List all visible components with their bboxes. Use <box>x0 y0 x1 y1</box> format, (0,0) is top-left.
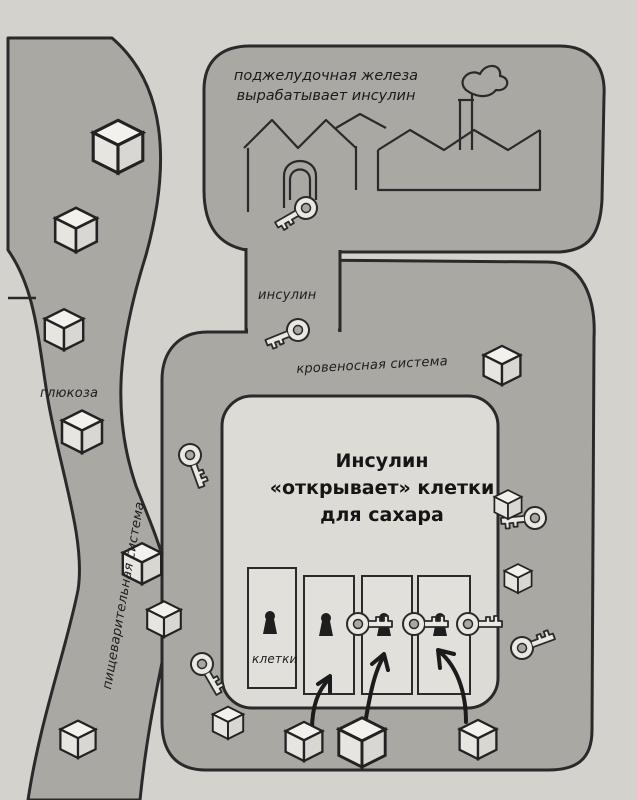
sugar-cube-icon <box>503 563 533 594</box>
sugar-cube-icon <box>146 600 182 639</box>
sugar-cube-icon <box>458 718 498 761</box>
glucose-label: глюкоза <box>40 386 99 401</box>
sugar-cube-icon <box>284 720 324 763</box>
cells-label: клетки <box>252 652 298 666</box>
pancreas-caption: поджелудочная железа вырабатывает инсули… <box>226 66 426 106</box>
sugar-cube-icon <box>91 118 145 175</box>
sugar-cube-icon <box>211 705 245 740</box>
sugar-cube-icon <box>59 719 97 760</box>
main-title-line3: для сахара <box>320 504 444 526</box>
main-title-line1: Инсулин <box>335 450 429 472</box>
main-title-line2: «открывает» клетки <box>269 477 495 499</box>
pancreas-caption-line1: поджелудочная железа <box>233 68 419 84</box>
sugar-cube-icon <box>337 716 387 769</box>
arrow-icon <box>310 648 468 732</box>
sugar-cube-icon <box>482 344 522 387</box>
pancreas-caption-line2: вырабатывает инсулин <box>236 88 416 104</box>
main-title: Инсулин «открывает» клетки для сахара <box>262 448 502 529</box>
sugar-cube-icon <box>60 409 104 455</box>
factory-icon <box>243 64 542 212</box>
sugar-cube-icon <box>43 308 85 352</box>
sugar-cube-icon <box>53 206 99 254</box>
insulin-label: инсулин <box>258 288 317 303</box>
